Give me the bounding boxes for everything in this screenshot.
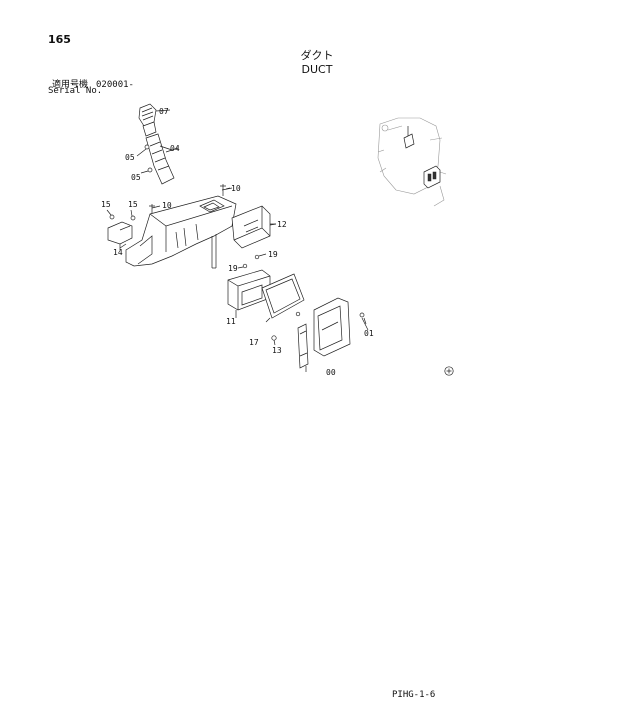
title-english: DUCT — [301, 63, 333, 76]
callout-01: 01 — [364, 329, 374, 338]
machine-location-thumbnail — [377, 117, 447, 207]
part-12-cover — [231, 205, 277, 249]
callout-19-left: 19 — [228, 264, 238, 273]
callout-10-upper: 10 — [231, 184, 241, 193]
part-14-bracket — [107, 221, 133, 250]
serial-label-english: Serial No. — [48, 86, 103, 96]
callout-05-lower: 05 — [131, 173, 141, 182]
footer-code: PIHG-1-6 — [392, 690, 436, 700]
part-00-assembly — [297, 297, 367, 372]
callout-labels: 07 04 05 05 10 10 15 15 12 14 19 19 11 1… — [101, 107, 374, 377]
callout-19-right: 19 — [268, 250, 278, 259]
callout-12: 12 — [277, 220, 287, 229]
callout-11: 11 — [226, 317, 236, 326]
callout-07: 07 — [159, 107, 169, 116]
part-15-clips — [106, 209, 136, 221]
leader-lines — [119, 147, 369, 331]
serial-row-japanese: 適用号機 020001- — [52, 77, 134, 90]
title-japanese: ダクト — [300, 49, 334, 62]
callout-05-upper: 05 — [125, 153, 135, 162]
callout-10-lower: 10 — [162, 201, 172, 210]
serial-label-japanese: 適用号機 — [52, 80, 89, 90]
part-04-duct-hose — [145, 133, 175, 185]
callout-15-right: 15 — [128, 200, 138, 209]
part-19-fasteners — [237, 253, 267, 269]
part-05-screws — [136, 144, 153, 174]
callout-15-left: 15 — [101, 200, 111, 209]
circled-mark — [444, 366, 454, 376]
serial-value: 020001- — [96, 80, 134, 90]
part-13-screw — [271, 335, 277, 346]
callout-17: 17 — [249, 338, 259, 347]
callout-14: 14 — [113, 248, 123, 257]
part-07-nozzle — [138, 103, 171, 137]
part-main-duct-body — [125, 195, 237, 269]
callout-13: 13 — [272, 346, 282, 355]
part-17-filter-frame — [261, 273, 305, 323]
callout-00: 00 — [326, 368, 336, 377]
callout-04: 04 — [170, 144, 180, 153]
page-number: 165 — [48, 33, 71, 46]
